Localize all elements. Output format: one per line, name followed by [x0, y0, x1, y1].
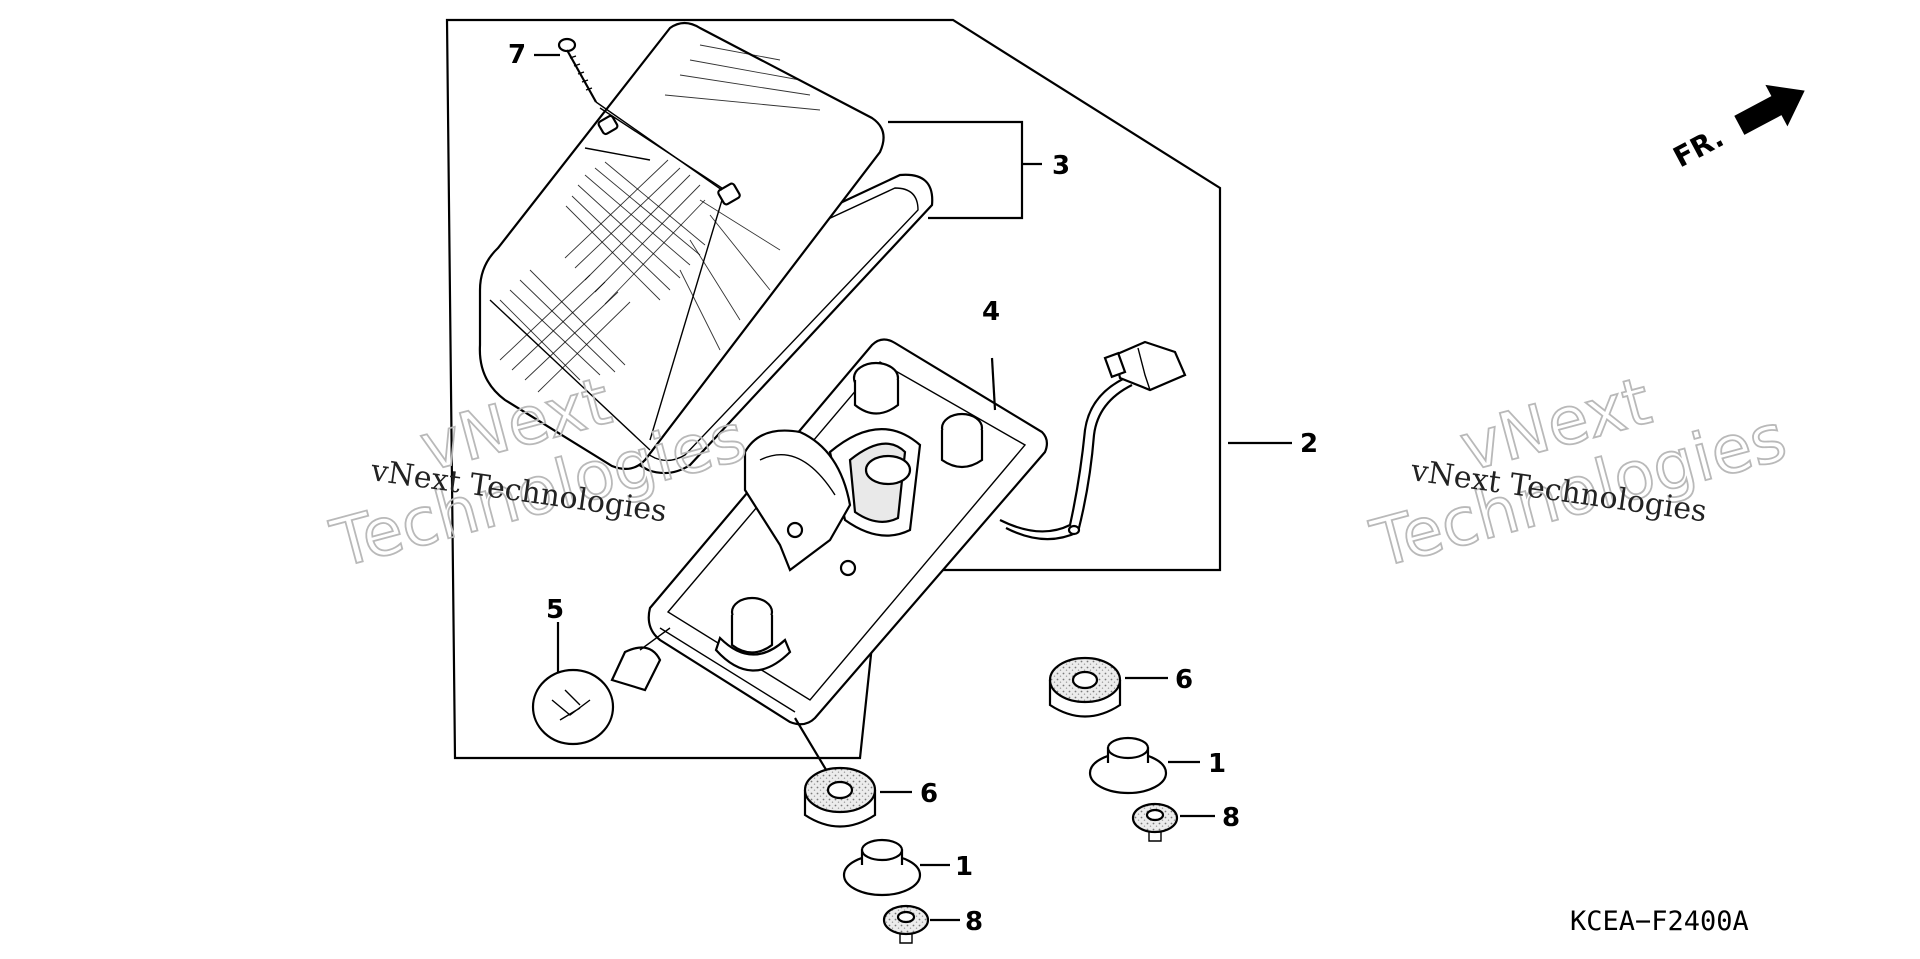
leader-lines	[534, 53, 1292, 922]
bulb-5[interactable]	[531, 627, 671, 746]
tail-lens[interactable]	[478, 21, 934, 475]
front-arrow-icon	[1734, 84, 1805, 135]
callout-1-left: 1	[955, 852, 973, 882]
collar-1-right[interactable]	[1088, 736, 1168, 795]
nut-8-right[interactable]	[1131, 802, 1179, 842]
callout-6-right: 6	[1175, 665, 1193, 695]
wire-harness[interactable]	[999, 340, 1187, 541]
screw-7[interactable]	[557, 37, 723, 191]
assembly-boundary	[445, 18, 1222, 760]
collar-1-left[interactable]	[842, 838, 922, 897]
callout-4: 4	[982, 297, 1000, 327]
front-direction-marker: FR.	[1668, 84, 1805, 174]
callout-8-left: 8	[965, 907, 983, 937]
callout-3: 3	[1052, 151, 1070, 181]
callout-8-right: 8	[1222, 803, 1240, 833]
lens-hatching	[499, 44, 821, 393]
callout-1-right: 1	[1208, 749, 1226, 779]
tail-housing[interactable]	[647, 338, 1049, 794]
front-label: FR.	[1668, 121, 1729, 174]
grommet-6-left[interactable]	[803, 766, 877, 828]
nut-8-left[interactable]	[882, 904, 930, 944]
diagram-code: KCEA−F2400A	[1570, 906, 1749, 937]
callout-5: 5	[546, 595, 564, 625]
callout-6-left: 6	[920, 779, 938, 809]
callout-2: 2	[1300, 429, 1318, 459]
grommet-6-right[interactable]	[1048, 656, 1122, 718]
callout-7: 7	[508, 40, 526, 70]
